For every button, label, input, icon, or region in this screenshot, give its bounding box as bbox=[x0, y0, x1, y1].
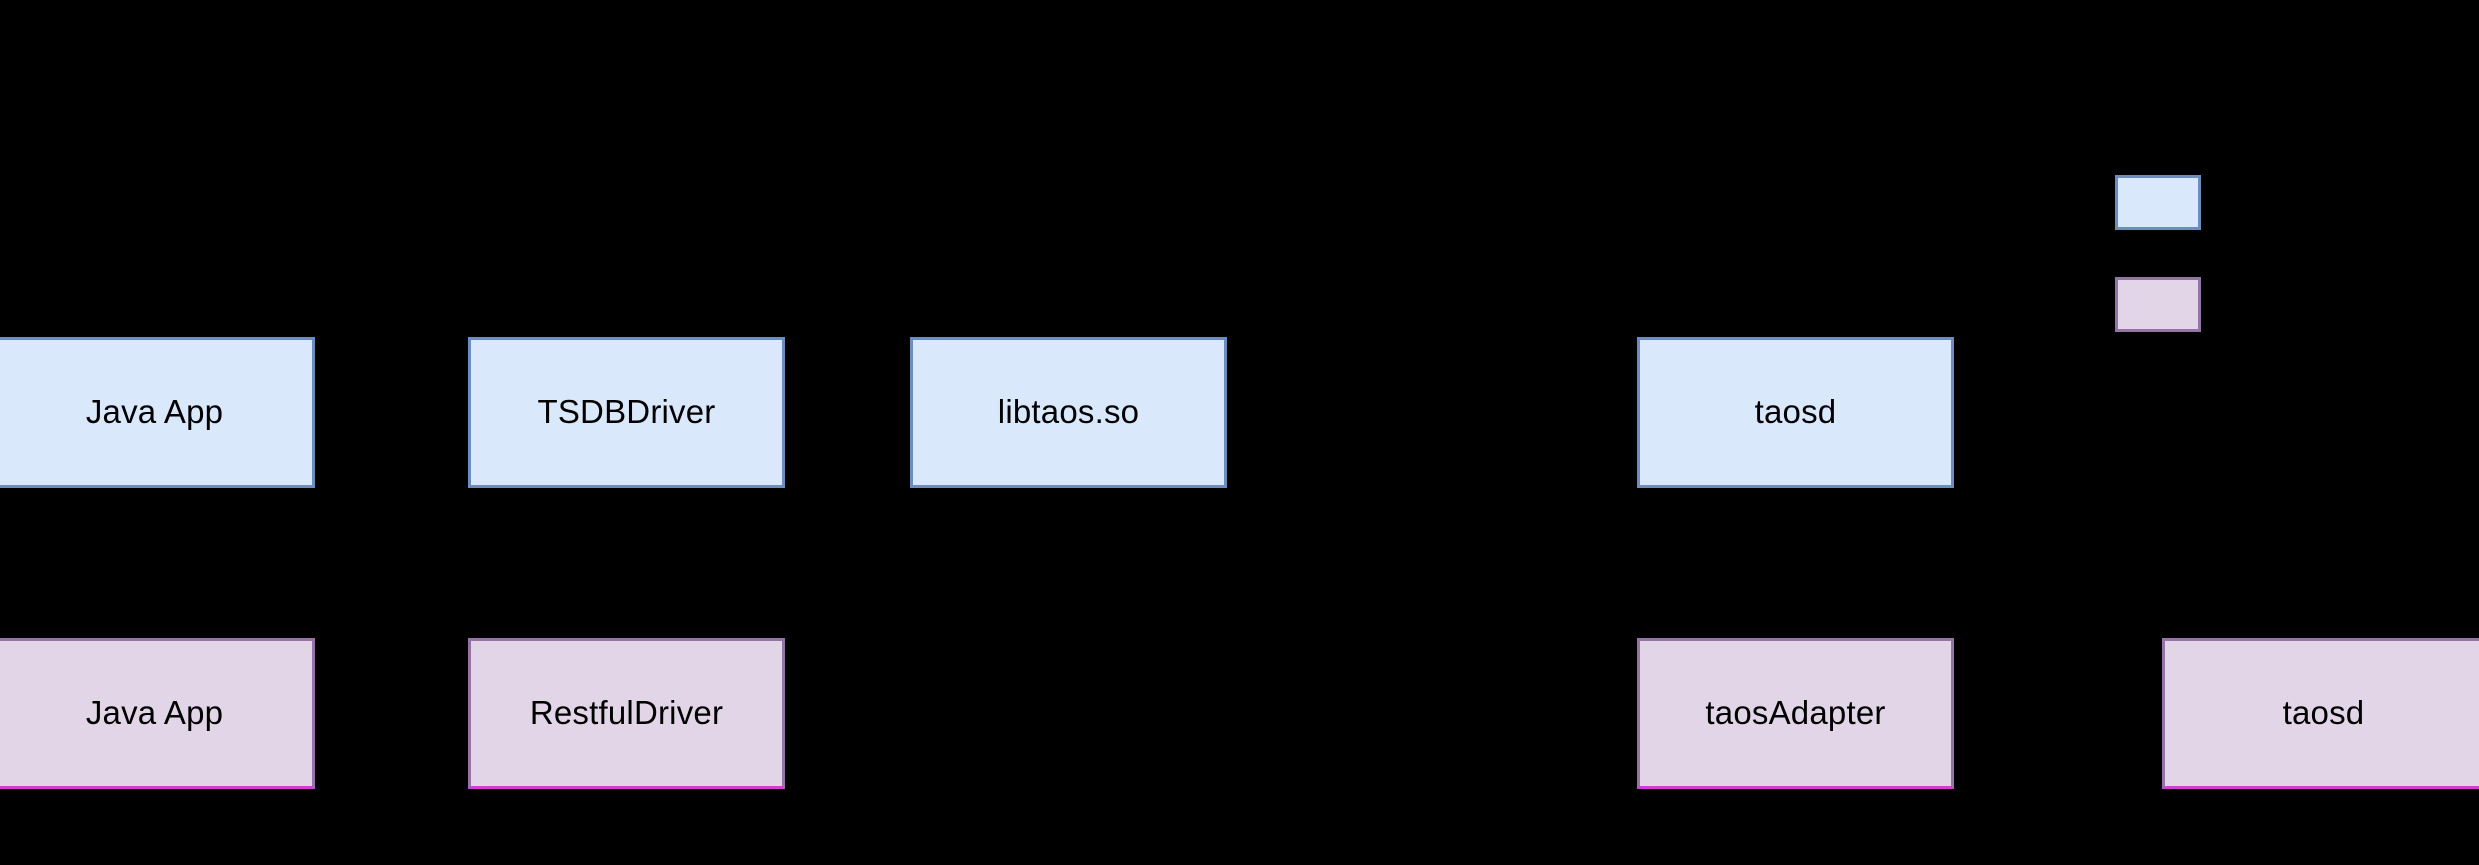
tsdbdriver[interactable]: TSDBDriver bbox=[468, 337, 785, 488]
restfuldriver[interactable]: RestfulDriver bbox=[468, 638, 785, 789]
edge-libtaos-taosd-arrow-reverse-icon bbox=[1227, 407, 1237, 419]
java-app-native-label: Java App bbox=[85, 393, 224, 431]
edge-libtaos-taosd-arrow-icon bbox=[1627, 407, 1637, 419]
taosd-native-label: taosd bbox=[1754, 393, 1837, 431]
edge-tsdbdriver-libtaos-arrow-icon bbox=[900, 407, 910, 419]
taosd-rest[interactable]: taosd bbox=[2162, 638, 2479, 789]
java-app-native[interactable]: Java App bbox=[0, 337, 315, 488]
taosd-native[interactable]: taosd bbox=[1637, 337, 1954, 488]
java-app-rest[interactable]: Java App bbox=[0, 638, 315, 789]
edge-javaapp-restfuldriver-arrow-reverse-icon bbox=[315, 708, 325, 720]
edge-restfuldriver-adapter-arrow-reverse-icon bbox=[785, 708, 795, 720]
libtaos-so[interactable]: libtaos.so bbox=[910, 337, 1227, 488]
taosadapter[interactable]: taosAdapter bbox=[1637, 638, 1954, 789]
edge-restfuldriver-adapter-arrow-icon bbox=[1627, 708, 1637, 720]
legend-native-swatch bbox=[2115, 175, 2201, 230]
edge-javaapp-tsdbdriver bbox=[315, 412, 468, 414]
edge-javaapp-restfuldriver-arrow-icon bbox=[458, 708, 468, 720]
edge-restfuldriver-adapter bbox=[785, 713, 1637, 715]
java-app-rest-label: Java App bbox=[85, 694, 224, 732]
taosd-rest-label: taosd bbox=[2282, 694, 2365, 732]
edge-adapter-taosd bbox=[1955, 713, 2162, 715]
edge-adapter-taosd-arrow-icon bbox=[2152, 708, 2162, 720]
edge-javaapp-tsdbdriver-arrow-reverse-icon bbox=[315, 407, 325, 419]
libtaos-so-label: libtaos.so bbox=[997, 393, 1140, 431]
edge-tsdbdriver-libtaos-arrow-reverse-icon bbox=[785, 407, 795, 419]
edge-tsdbdriver-libtaos bbox=[785, 412, 910, 414]
edge-adapter-taosd-arrow-reverse-icon bbox=[1955, 708, 1965, 720]
edge-javaapp-tsdbdriver-arrow-icon bbox=[458, 407, 468, 419]
edge-javaapp-restfuldriver bbox=[315, 713, 468, 715]
taosadapter-label: taosAdapter bbox=[1705, 694, 1886, 732]
tsdbdriver-label: TSDBDriver bbox=[537, 393, 716, 431]
restfuldriver-label: RestfulDriver bbox=[529, 694, 724, 732]
edge-libtaos-taosd bbox=[1227, 412, 1637, 414]
legend-rest-swatch bbox=[2115, 277, 2201, 332]
